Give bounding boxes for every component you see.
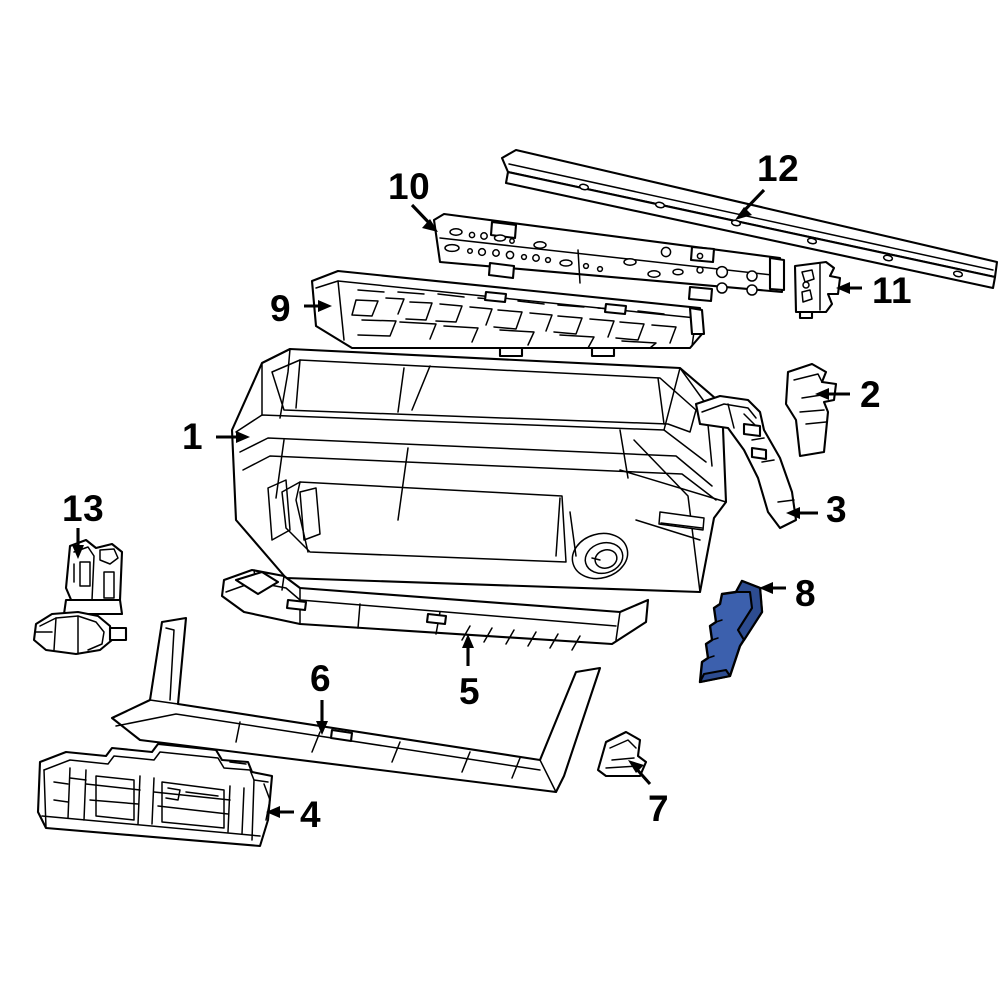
callout-label-2[interactable]: 2 [860,374,882,415]
part-front-bumper-fascia[interactable] [230,347,728,594]
callout-label-1[interactable]: 1 [182,416,204,457]
callout-label-11[interactable]: 11 [872,270,913,311]
callout-label-4[interactable]: 4 [300,794,322,835]
part-radiator-closure-panel[interactable] [36,742,274,848]
part-bumper-reinforcement-beam[interactable] [432,212,786,303]
callout-label-5[interactable]: 5 [459,671,481,712]
part-fascia-support-brace-right[interactable] [694,394,798,530]
callout-label-8[interactable]: 8 [795,573,817,614]
callout-label-13[interactable]: 13 [62,488,105,529]
part-lower-valance-spoiler[interactable] [220,568,650,651]
part-energy-absorber[interactable] [310,269,706,358]
callout-label-12[interactable]: 12 [757,148,800,189]
callout-label-6[interactable]: 6 [310,658,332,699]
callout-leaders [72,188,862,818]
callout-label-3[interactable]: 3 [826,489,848,530]
callout-label-7[interactable]: 7 [648,788,670,829]
part-fascia-bracket-upper-right[interactable] [784,362,838,458]
part-front-air-dam-deflector[interactable] [110,616,602,794]
part-beam-end-bracket[interactable] [793,260,842,320]
callout-label-9[interactable]: 9 [270,288,292,329]
part-park-assist-sensor[interactable] [32,538,128,656]
part-fascia-side-retainer-highlighted[interactable] [698,579,764,684]
callout-label-10[interactable]: 10 [388,166,431,207]
